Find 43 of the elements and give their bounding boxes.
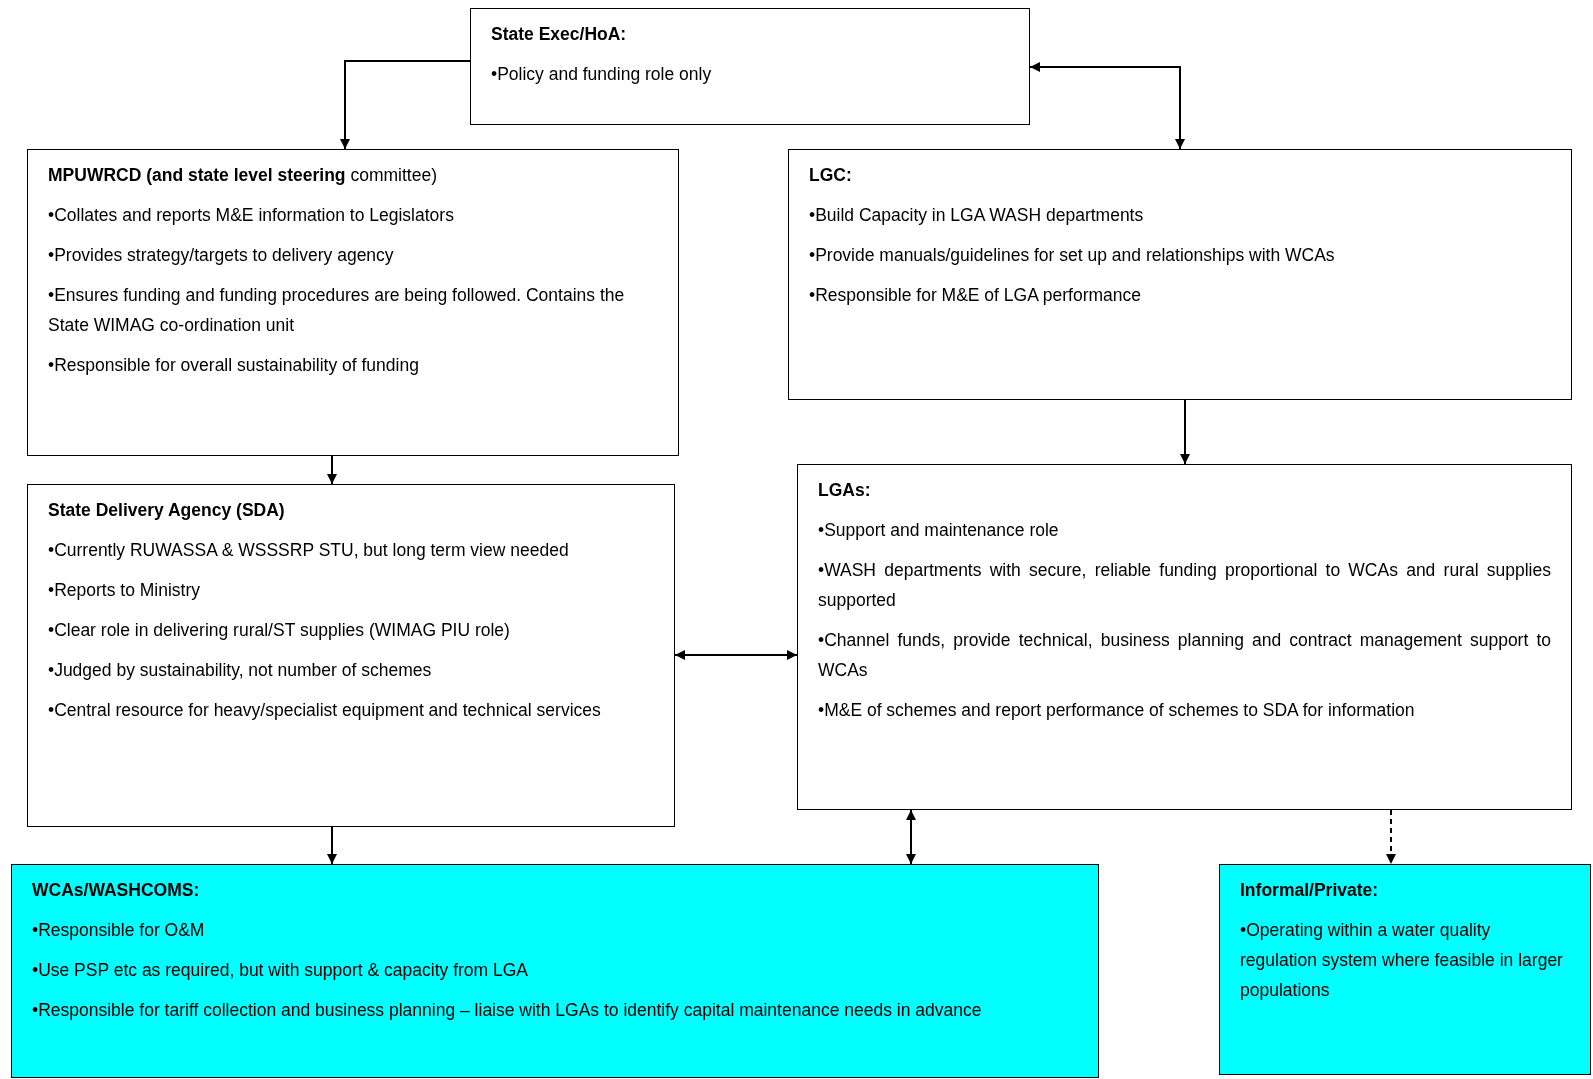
arrow: [1180, 399, 1190, 465]
box-heading: LGC:: [809, 164, 853, 187]
box-heading: State Delivery Agency (SDA): [48, 499, 286, 522]
box-heading: WCAs/WASHCOMS:: [32, 879, 201, 902]
bullet-point: •Ensures funding and funding procedures are being followed. Contains the State WIMAG co-ordination unit: [48, 284, 626, 337]
bullet-point: •Responsible for M&E of LGA performance: [809, 284, 1142, 307]
bullet-point: •Responsible for O&M: [32, 919, 206, 942]
bullet-point: •Judged by sustainability, not number of schemes: [48, 659, 433, 682]
arrow: [327, 826, 337, 865]
arrow: [1386, 809, 1396, 865]
bullet-point: •Clear role in delivering rural/ST supplies (WIMAG PIU role): [48, 619, 511, 642]
bullet-point: •Responsible for overall sustainability of funding: [48, 354, 420, 377]
box-heading: Informal/Private:: [1240, 879, 1380, 902]
text-box: [27, 484, 675, 827]
text-box: [1219, 864, 1591, 1075]
box-heading: LGAs:: [818, 479, 872, 502]
bullet-point: •Use PSP etc as required, but with support & capacity from LGA: [32, 959, 530, 982]
box-heading: State Exec/HoA:: [491, 23, 628, 46]
bullet-point: •Build Capacity in LGA WASH departments: [809, 204, 1145, 227]
box-heading: MPUWRCD (and state level steering committee): [48, 164, 438, 187]
bullet-point: •Collates and reports M&E information to Legislators: [48, 204, 455, 227]
text-box: [27, 149, 679, 456]
bullet-point: •Central resource for heavy/specialist equipment and technical services: [48, 699, 602, 722]
bullet-point: •M&E of schemes and report performance of schemes to SDA for information: [818, 699, 1416, 722]
text-box: [797, 464, 1572, 810]
arrow: [327, 455, 337, 485]
bullet-point: •Responsible for tariff collection and business planning – liaise with LGAs to identify capital maintenance needs in advance: [32, 999, 983, 1022]
text-box: [788, 149, 1572, 400]
bullet-point: •Reports to Ministry: [48, 579, 201, 602]
bullet-point: •Policy and funding role only: [491, 63, 713, 86]
bullet-point: •Provide manuals/guidelines for set up and relationships with WCAs: [809, 244, 1336, 267]
arrow: [340, 60, 471, 150]
bullet-point: •Provides strategy/targets to delivery agency: [48, 244, 395, 267]
text-box: [11, 864, 1099, 1078]
bullet-point: •Currently RUWASSA & WSSSRP STU, but long term view needed: [48, 539, 570, 562]
bullet-point: •Support and maintenance role: [818, 519, 1060, 542]
arrow: [674, 650, 798, 660]
bullet-point: •WASH departments with secure, reliable funding proportional to WCAs and rural supplies supported: [818, 559, 1551, 612]
bullet-point: •Channel funds, provide technical, business planning and contract management support to WCAs: [818, 629, 1551, 682]
arrow: [1029, 62, 1185, 150]
bullet-point: •Operating within a water quality regulation system where feasible in larger populations: [1240, 919, 1564, 1002]
arrow: [906, 809, 916, 865]
text-box: [470, 8, 1030, 125]
